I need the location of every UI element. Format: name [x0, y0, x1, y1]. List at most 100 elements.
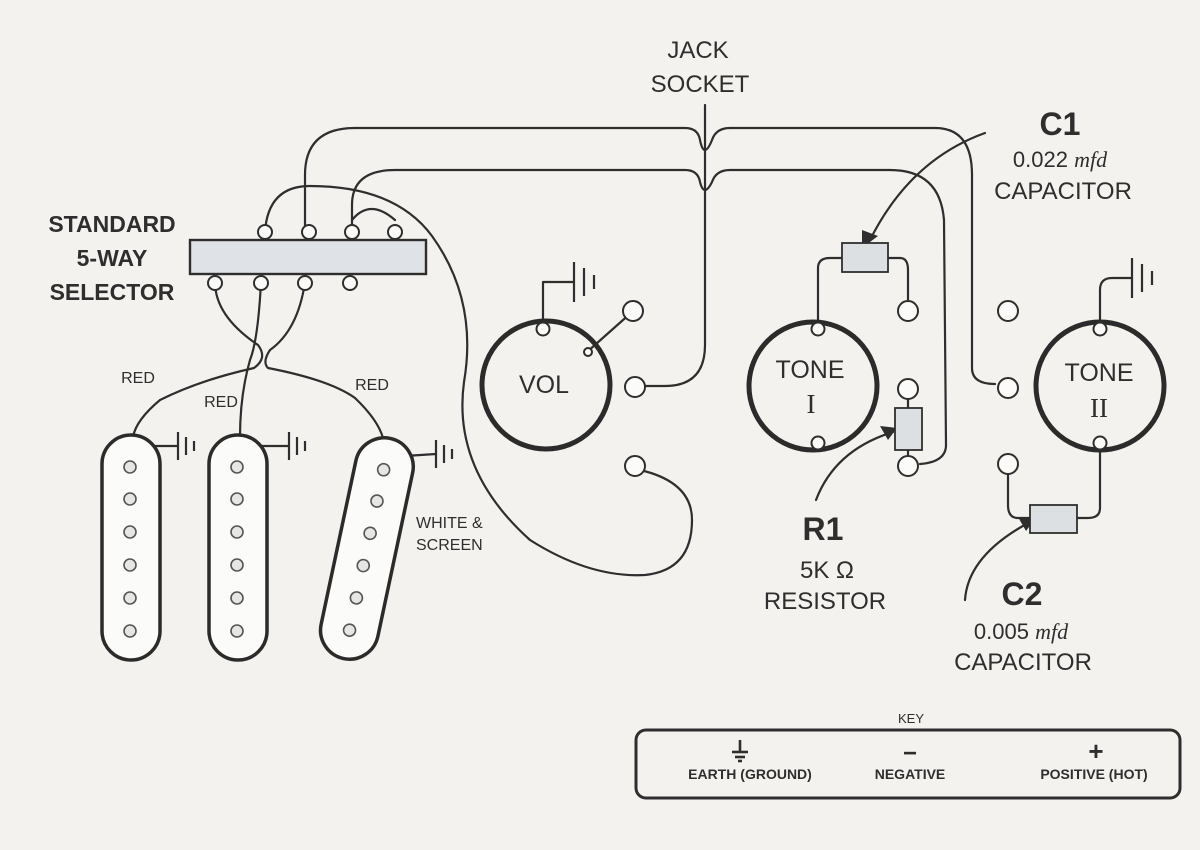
wire-label-red-3: RED — [355, 377, 389, 394]
pot-lug — [1092, 435, 1108, 451]
pickup-pole-piece — [356, 558, 371, 573]
wire-selector-to-tone1 — [350, 168, 948, 466]
wire-selector-jumper — [350, 207, 397, 222]
vol-lug-2 — [624, 376, 646, 398]
c1-id: C1 — [1040, 106, 1081, 142]
wire-tone1-cap — [816, 256, 844, 329]
selector-switch — [188, 224, 428, 291]
vol-ground-icon — [572, 262, 596, 302]
selector-lug-top-3 — [344, 224, 360, 240]
pickup-pole-piece — [230, 591, 244, 605]
pickup-cover — [100, 433, 162, 662]
positive-symbol-icon: + — [1088, 736, 1103, 766]
selector-lug-top-2 — [301, 224, 317, 240]
wire-label-red-1: RED — [121, 370, 155, 387]
c2-value-line: 0.005 mfd — [974, 619, 1069, 644]
pickup-pole-piece — [230, 525, 244, 539]
pickup1-ground-icon — [176, 432, 196, 460]
tone2-lug-1 — [997, 300, 1019, 322]
pickup-middle — [207, 433, 269, 662]
r1-value: 5K Ω — [800, 557, 854, 584]
wire-tone2-ground — [1098, 276, 1134, 329]
wire-selector-to-tone2 — [303, 126, 997, 386]
wires — [131, 103, 1134, 602]
pickup-cover — [207, 433, 269, 662]
r1-arrowhead — [880, 426, 897, 440]
negative-symbol-icon: − — [903, 740, 917, 767]
pot-lug — [1092, 321, 1108, 337]
pickup-pole-piece — [123, 525, 137, 539]
tone1-lug-2 — [897, 378, 919, 400]
pickup-bridge — [100, 433, 162, 662]
wire-label-white-2: SCREEN — [416, 537, 483, 554]
capacitor-c1 — [841, 242, 889, 273]
pickup-pole-piece — [230, 492, 244, 506]
c2-value: 0.005 — [974, 619, 1029, 644]
selector-lug-bottom-2 — [253, 275, 269, 291]
resistor-r1 — [894, 407, 923, 451]
pot-lug — [535, 321, 551, 337]
tone2-lug-2 — [997, 377, 1019, 399]
r1-leader — [814, 430, 895, 502]
wire-red-bridge — [131, 280, 264, 439]
pickup-pole-piece — [123, 460, 137, 474]
r1-type: RESISTOR — [764, 588, 886, 615]
wire-red-neck — [264, 280, 385, 440]
capacitor-c2 — [1029, 504, 1078, 534]
c2-type: CAPACITOR — [954, 649, 1092, 676]
key-negative-label: NEGATIVE — [875, 766, 946, 782]
key-box: KEY EARTH (GROUND) − NEGATIVE + POSITIVE… — [634, 711, 1182, 800]
tone2-numeral: II — [1090, 393, 1108, 423]
pickup-pole-piece — [123, 492, 137, 506]
pickup-pole-piece — [230, 624, 244, 638]
c1-value-line: 0.022 mfd — [1013, 147, 1108, 172]
wire-tone2-cap — [1075, 441, 1102, 520]
selector-label-line3: SELECTOR — [50, 279, 175, 305]
c1-value: 0.022 — [1013, 147, 1068, 172]
pickup2-ground-icon — [287, 432, 307, 460]
key-earth-label: EARTH (GROUND) — [688, 766, 812, 782]
tone1-lug-3 — [897, 455, 919, 477]
pickup-neck — [318, 436, 416, 661]
selector-lug-bottom-4 — [342, 275, 358, 291]
pot-lug — [810, 321, 826, 337]
pot-body — [479, 318, 613, 452]
c1-type: CAPACITOR — [994, 178, 1132, 205]
pickup-pole-piece — [123, 624, 137, 638]
tone1-lug-1 — [897, 300, 919, 322]
selector-lug-bottom-1 — [207, 275, 223, 291]
pot-lug — [583, 347, 593, 357]
c1-leader — [868, 131, 987, 242]
earth-symbol-icon — [732, 740, 748, 763]
pickup-pole-piece — [123, 591, 137, 605]
pickup-pole-piece — [230, 558, 244, 572]
wire-vol-ground — [541, 280, 576, 329]
pickup-pole-piece — [349, 591, 364, 605]
pickup-pole-piece — [376, 462, 391, 477]
tone2-lug-3 — [997, 453, 1019, 475]
pot-body — [746, 319, 880, 453]
pickup-pole-piece — [342, 623, 357, 637]
pickup-pole-piece — [370, 494, 384, 508]
wire-label-white-1: WHITE & — [416, 515, 483, 532]
jack-label-line2: SOCKET — [651, 71, 750, 98]
pickup-pole-piece — [363, 526, 377, 541]
vol-lug-1 — [622, 300, 644, 322]
r1-id: R1 — [803, 511, 844, 547]
wire-jack-to-vol — [634, 103, 707, 388]
wire-selector-to-vol — [263, 184, 694, 577]
tone2-ground-icon — [1130, 258, 1154, 298]
key-title: KEY — [898, 711, 924, 726]
terminal-lugs — [622, 300, 1019, 477]
wire-cap2-lug — [1006, 472, 1032, 520]
vol-label: VOL — [519, 371, 569, 399]
vol-pot — [479, 318, 613, 452]
ground-symbols — [176, 258, 1154, 468]
pickup-cover — [318, 436, 416, 661]
pot-lug — [810, 435, 826, 451]
selector-lug-top-4 — [387, 224, 403, 240]
c2-leader — [963, 520, 1032, 602]
selector-label-line2: 5-WAY — [77, 245, 148, 271]
